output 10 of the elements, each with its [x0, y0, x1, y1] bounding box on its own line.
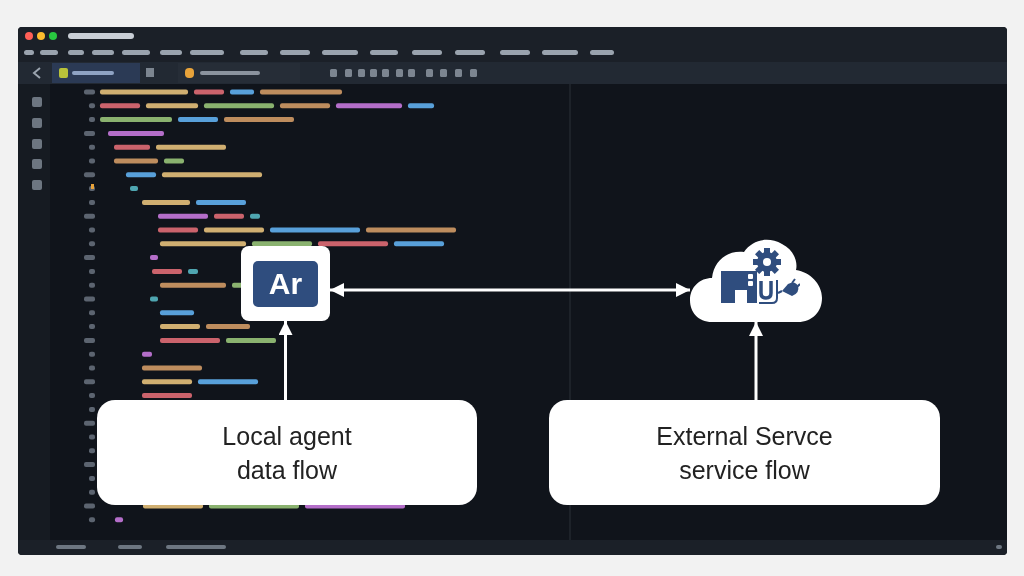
- cloud-shape: [690, 238, 822, 322]
- flow-card: [97, 400, 477, 505]
- double-arrow: [330, 283, 690, 297]
- app-icon-label: Ar: [253, 260, 318, 307]
- flow-label: External Servce service flow: [655, 420, 834, 486]
- flow-card: [549, 400, 940, 505]
- app-tile: [241, 246, 330, 321]
- arrow: [749, 322, 763, 400]
- arrow: [278, 321, 293, 400]
- flow-label: Local agent data flow: [221, 420, 353, 486]
